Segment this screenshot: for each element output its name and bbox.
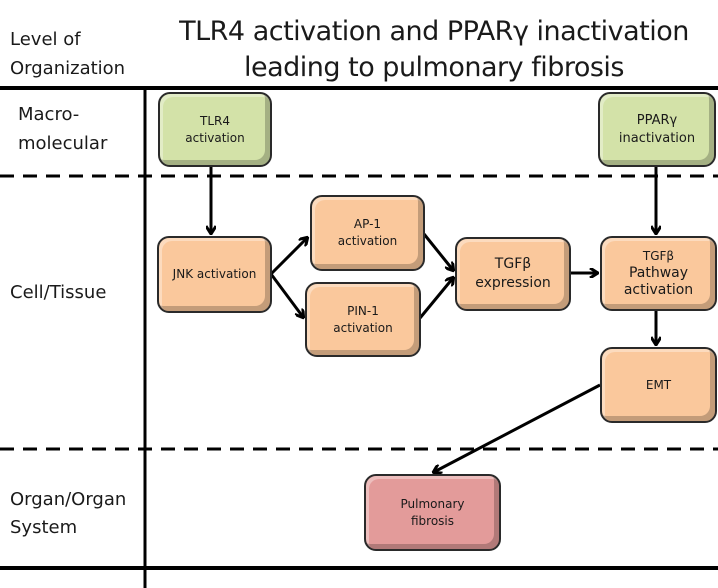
level-macromolecular-line-2: molecular bbox=[18, 133, 108, 154]
node-text: Pathway bbox=[628, 265, 689, 281]
edge-emt-fibrosis bbox=[434, 383, 601, 472]
node-text: TGFβ bbox=[494, 256, 532, 272]
node-text: activation bbox=[623, 282, 694, 298]
node-pin1-activation: PIN-1 activation bbox=[305, 282, 421, 357]
node-ppar-inactivation: PPARγ inactivation bbox=[598, 92, 716, 167]
level-organ-line-2: System bbox=[10, 517, 78, 538]
node-text: PPARγ bbox=[636, 112, 678, 128]
node-text: EMT bbox=[645, 377, 672, 392]
diagram-title-line-1: TLR4 activation and PPARγ inactivation bbox=[179, 16, 689, 47]
diagram-title-line-2: leading to pulmonary fibrosis bbox=[243, 52, 625, 83]
node-text: activation bbox=[337, 234, 398, 248]
node-jnk-activation: JNK activation bbox=[157, 236, 272, 313]
level-organ-line-1: Organ/Organ bbox=[10, 489, 127, 510]
edge-pin1-tgfbexpr bbox=[418, 278, 453, 319]
level-cell-tissue: Cell/Tissue bbox=[10, 282, 107, 303]
node-emt: EMT bbox=[600, 347, 717, 423]
header-label-line-2: Organization bbox=[10, 58, 126, 79]
edge-jnk-pin1 bbox=[269, 273, 303, 317]
edge-jnk-ap1 bbox=[269, 238, 307, 276]
node-text: JNK activation bbox=[172, 267, 257, 281]
node-pulmonary-fibrosis: Pulmonary fibrosis bbox=[364, 474, 501, 551]
node-text: Pulmonary bbox=[400, 496, 465, 511]
node-tgfb-expression: TGFβ expression bbox=[455, 237, 571, 311]
node-tlr4-activation: TLR4 activation bbox=[158, 92, 272, 167]
node-text: TGFβ bbox=[642, 249, 675, 263]
node-text: activation bbox=[333, 320, 393, 335]
node-ap1-activation: AP-1 activation bbox=[310, 195, 425, 271]
node-text: TLR4 bbox=[200, 113, 230, 128]
level-macromolecular-line-1: Macro- bbox=[18, 104, 80, 125]
edge-ap1-tgfbexpr bbox=[422, 233, 453, 270]
node-text: expression bbox=[475, 275, 551, 291]
node-text: activation bbox=[185, 130, 245, 145]
node-text: AP-1 bbox=[353, 217, 382, 231]
node-text: PIN-1 bbox=[347, 303, 379, 318]
header-label-line-1: Level of bbox=[10, 29, 81, 50]
node-text: inactivation bbox=[618, 130, 696, 146]
node-text: fibrosis bbox=[410, 513, 455, 528]
